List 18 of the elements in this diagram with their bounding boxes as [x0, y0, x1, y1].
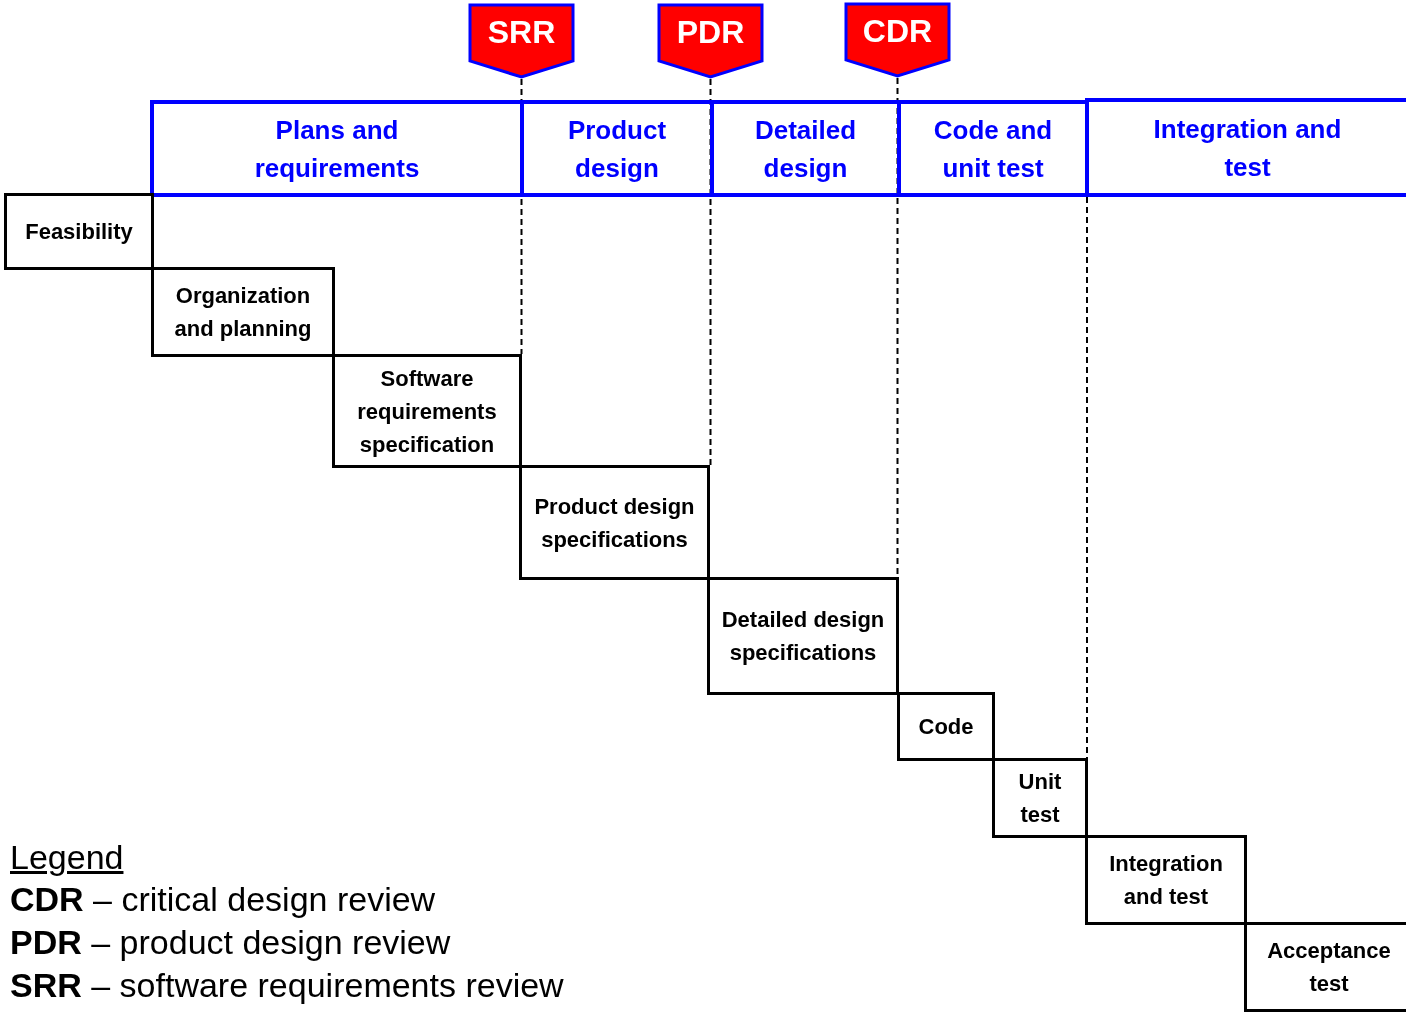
- activity-box: Code: [897, 692, 995, 761]
- activity-box: Feasibility: [4, 193, 154, 270]
- milestone-flag: SRR: [468, 3, 575, 79]
- activity-box: Acceptance test: [1244, 922, 1406, 1012]
- phase-header-box: Integration and test: [1085, 98, 1406, 197]
- milestone-flag: CDR: [844, 2, 951, 78]
- activity-box: Detailed design specifications: [707, 577, 899, 695]
- legend-entry: CDR – critical design review: [10, 879, 436, 920]
- legend-heading: Legend: [10, 837, 124, 878]
- legend-entry: SRR – software requirements review: [10, 965, 564, 1006]
- legend-entry: PDR – product design review: [10, 922, 451, 963]
- activity-box: Unit test: [992, 758, 1088, 838]
- dashed-line: [1086, 196, 1088, 759]
- activity-box: Product design specifications: [519, 465, 710, 580]
- milestone-flag: PDR: [657, 3, 764, 79]
- activity-box: Software requirements specification: [332, 354, 522, 468]
- activity-box: Integration and test: [1085, 835, 1247, 925]
- activity-box: Organization and planning: [151, 267, 335, 357]
